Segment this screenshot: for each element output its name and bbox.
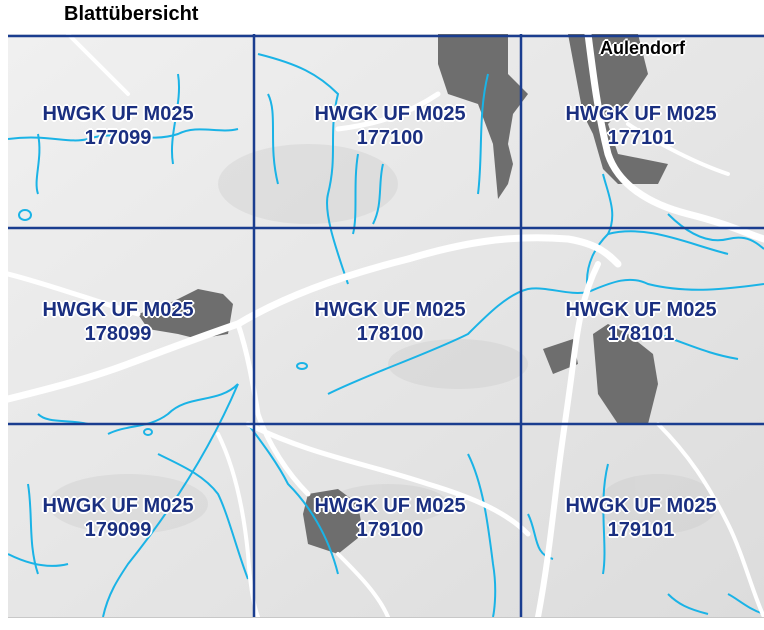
sheet-label-179101[interactable]: HWGK UF M025 179101	[531, 494, 751, 542]
road-northwest	[66, 34, 130, 96]
road-south-east	[535, 261, 601, 617]
river-7	[267, 93, 279, 185]
river-11	[247, 423, 339, 575]
sheet-number: 177099	[84, 127, 152, 149]
river-4	[257, 53, 349, 285]
sheet-number: 179099	[84, 519, 152, 541]
river-15	[8, 553, 69, 567]
river-9	[107, 383, 239, 435]
roads	[8, 34, 764, 617]
river-16	[467, 453, 497, 617]
road-north-east	[626, 122, 730, 176]
sheet-number: 178101	[607, 323, 675, 345]
sheet-number: 178099	[84, 323, 152, 345]
sheet-label-177101[interactable]: HWGK UF M025 177101	[531, 102, 751, 150]
bottom-divider	[8, 617, 764, 618]
map-layers	[8, 34, 764, 617]
sheet-grid	[8, 34, 764, 617]
settlement-east-small	[543, 339, 578, 374]
river-8	[477, 73, 489, 195]
sheet-name: HWGK UF M025	[314, 103, 466, 125]
road-north	[584, 34, 764, 243]
sheet-label-177099[interactable]: HWGK UF M025 177099	[8, 102, 228, 150]
river-19	[667, 593, 709, 615]
sheet-name: HWGK UF M025	[565, 299, 717, 321]
river-23	[657, 333, 739, 360]
river-22	[607, 230, 729, 255]
sheet-label-178100[interactable]: HWGK UF M025 178100	[280, 298, 500, 346]
settlement-south	[303, 489, 363, 554]
sheet-number: 177100	[356, 127, 424, 149]
sheet-name: HWGK UF M025	[42, 299, 194, 321]
sheet-number: 178100	[356, 323, 424, 345]
pond-1	[18, 209, 32, 221]
river-main	[327, 278, 764, 395]
pond-3	[143, 428, 153, 436]
road-west	[8, 271, 141, 317]
road-south-west	[235, 321, 311, 497]
settlement-east	[593, 324, 658, 424]
sheet-name: HWGK UF M025	[565, 495, 717, 517]
sheet-label-178101[interactable]: HWGK UF M025 178101	[531, 298, 751, 346]
river-1	[8, 128, 239, 142]
river-6	[372, 163, 384, 225]
road-diagonal	[245, 421, 531, 537]
road-north-2	[335, 91, 441, 132]
sheet-label-179099[interactable]: HWGK UF M025 179099	[8, 494, 228, 542]
place-label-aulendorf: Aulendorf	[600, 38, 685, 58]
sheet-label-177100[interactable]: HWGK UF M025 177100	[280, 102, 500, 150]
river-18	[602, 463, 609, 575]
river-12	[102, 383, 239, 617]
road-south	[336, 552, 390, 617]
sheet-number: 179100	[356, 519, 424, 541]
sheet-number: 177101	[607, 127, 675, 149]
sheet-name: HWGK UF M025	[42, 103, 194, 125]
sheet-label-179100[interactable]: HWGK UF M025 179100	[280, 494, 500, 542]
sheet-number: 179101	[607, 519, 675, 541]
sheet-name: HWGK UF M025	[42, 495, 194, 517]
river-13	[157, 453, 249, 580]
sheet-name: HWGK UF M025	[314, 299, 466, 321]
page-title: Blattübersicht	[64, 3, 199, 25]
settlement-west	[138, 289, 233, 339]
sheet-name: HWGK UF M025	[314, 495, 466, 517]
sheet-name: HWGK UF M025	[565, 103, 717, 125]
road-east	[656, 422, 764, 617]
river-3	[35, 133, 41, 195]
road-main-east-west	[8, 234, 622, 403]
river-2	[171, 73, 180, 165]
sheet-label-178099[interactable]: HWGK UF M025 178099	[8, 298, 228, 346]
settlement-north	[438, 34, 528, 199]
terrain-relief	[48, 144, 718, 534]
map-canvas[interactable]: Aulendorf HWGK UF M025 177099 HWGK UF M0…	[8, 34, 764, 617]
pond-2	[296, 362, 308, 370]
